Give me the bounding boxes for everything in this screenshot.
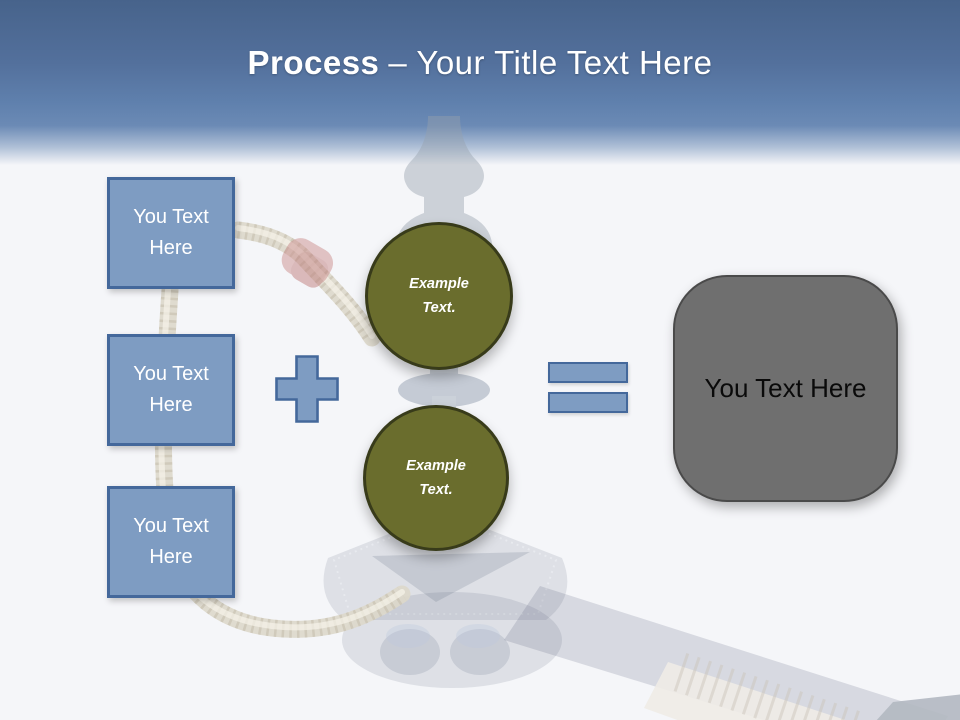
result-box: You Text Here [673, 275, 898, 502]
hookah-mouthpiece [644, 653, 960, 720]
left-box-3-label: You Text Here [133, 515, 209, 568]
hose-red-connector [281, 238, 334, 288]
example-circle-1-label: Example Text. [409, 276, 469, 316]
equals-icon [548, 362, 628, 422]
left-box-2-label: You Text Here [133, 363, 209, 416]
left-box-1: You Text Here [107, 177, 235, 289]
left-box-2: You Text Here [107, 334, 235, 446]
example-circle-1: Example Text. [365, 222, 513, 370]
result-box-label: You Text Here [704, 373, 867, 403]
hookah-base [342, 592, 562, 688]
slide-title-subtitle: – Your Title Text Here [388, 44, 713, 81]
equals-bottom-bar [548, 392, 628, 413]
slide-title: Process– Your Title Text Here [0, 44, 960, 82]
header-gradient-band [0, 0, 960, 165]
plus-icon [275, 355, 339, 423]
left-box-1-label: You Text Here [133, 206, 209, 259]
slide-title-keyword: Process [247, 44, 380, 81]
example-circle-2: Example Text. [363, 405, 509, 551]
hookah-pipe [504, 586, 948, 720]
equals-top-bar [548, 362, 628, 383]
left-box-3: You Text Here [107, 486, 235, 598]
example-circle-2-label: Example Text. [406, 458, 466, 498]
hookah-hose-upper [229, 221, 381, 347]
